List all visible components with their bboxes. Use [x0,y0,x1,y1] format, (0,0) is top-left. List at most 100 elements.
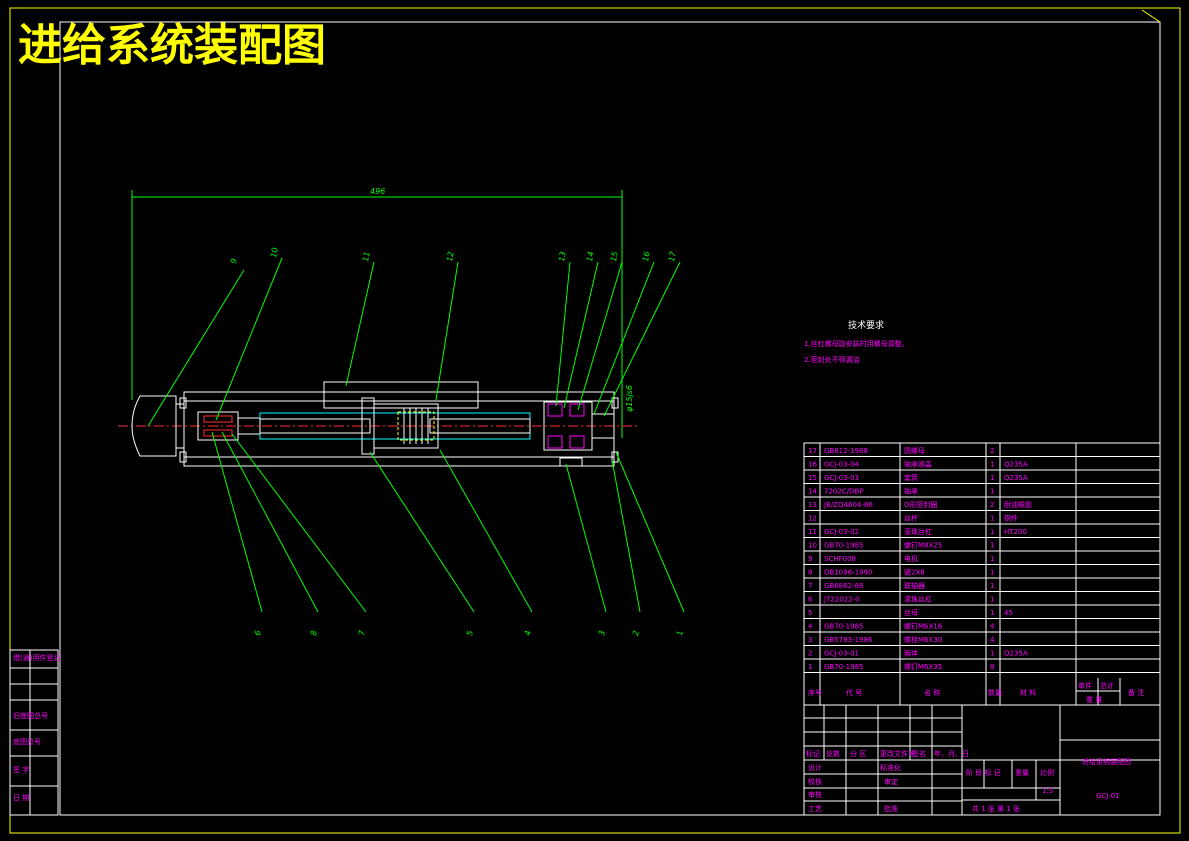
drawing-number: GCJ-01 [1096,792,1120,800]
parts-cell-no: 8 [808,569,812,577]
parts-cell-name: O形密封圈 [904,500,938,509]
parts-cell-no: 5 [808,609,812,617]
rev-h-6: 年、月、日 [934,749,969,758]
housing [183,391,615,467]
parts-cell-qty: 1 [990,555,994,563]
balloon-6: 6 [253,630,263,637]
motor-body [131,395,177,457]
bearing-top-right [569,403,585,417]
balloon-10: 10 [269,247,280,259]
parts-cell-material: 耐油橡胶 [1004,500,1032,509]
parts-cell-code: GCJ-03-04 [824,461,860,469]
parts-cell-qty: 8 [990,663,994,671]
parts-cell-name: 螺钉M6X35 [904,662,942,671]
header-note: 备 注 [1128,688,1144,697]
parts-cell-name: 套筒 [904,473,918,482]
role-check: 校核 [808,777,822,786]
parts-cell-no: 7 [808,582,812,590]
bearing-bottom-left [547,435,563,449]
parts-cell-no: 16 [808,461,817,469]
rev-h-5: 签名 [912,749,926,758]
parts-cell-code: GCJ-03-03 [824,474,859,482]
parts-cell-code: JT22022-0 [823,596,860,604]
parts-cell-no: 15 [808,474,817,482]
sheets: 共 1 张 第 1 张 [972,804,1020,813]
parts-cell-name: 轴承 [904,487,918,496]
parts-cell-code: SCHF008 [824,555,856,563]
scale-label: 比例 [1040,768,1054,777]
parts-cell-qty: 1 [990,515,994,523]
parts-cell-no: 6 [808,596,813,604]
balloon-labels-bottom: 6 8 7 5 4 3 2 1 [253,629,685,636]
balloon-16: 16 [641,251,652,263]
parts-cell-qty: 1 [990,488,994,496]
parts-cell-code: GCJ-03-02 [824,528,859,536]
parts-cell-name: 丝母 [904,608,918,617]
parts-cell-no: 10 [808,542,817,550]
parts-cell-qty: 1 [990,582,994,590]
parts-cell-name: 键2X8 [904,568,925,577]
parts-cell-qty: 1 [990,461,994,469]
balloon-11: 11 [361,251,372,263]
shaft-end [591,413,615,439]
dim-total-label: 496 [370,187,385,196]
parts-cell-qty: 4 [990,636,995,644]
role-approve: 审定 [884,777,898,786]
inner-border [59,21,1161,816]
parts-cell-name: 螺钉M6X16 [904,622,943,631]
header-total: 总计 [1100,681,1114,690]
balloon-8: 8 [309,630,319,637]
parts-cell-name: 螺栓M6X30 [904,635,942,644]
header-name: 名 称 [924,688,940,697]
parts-cell-no: 4 [808,623,813,631]
parts-cell-no: 14 [808,488,817,496]
dim-diameter-label: φ15js6 [625,385,634,412]
weight-label: 重量 [1015,769,1029,777]
parts-cell-name: 滚珠丝杠 [904,527,932,536]
parts-cell-material: HT200 [1004,528,1027,536]
leaders [147,257,685,613]
parts-cell-qty: 4 [990,623,995,631]
balloon-4: 4 [523,630,533,637]
tech-req-heading: 技术要求 [848,319,884,331]
parts-cell-qty: 1 [990,609,994,617]
end-cap [559,457,583,467]
parts-cell-qty: 1 [990,528,994,536]
parts-cell-code: GB6862-88 [824,582,863,590]
balloon-13: 13 [557,251,568,263]
parts-cell-qty: 1 [990,596,994,604]
rev-h-1: 标记 [806,749,820,758]
strip-base: 底图总号 [13,737,41,746]
parts-cell-name: 联轴器 [904,581,925,590]
rev-h-4: 更改文件号 [880,749,915,758]
parts-cell-no: 13 [808,501,817,509]
balloon-3: 3 [597,630,607,637]
parts-cell-code: GB1096-1990 [824,569,872,577]
parts-cell-code: GCJ-03-01 [824,650,859,658]
role-process: 工艺 [808,805,822,813]
parts-cell-no: 17 [808,447,817,455]
ball-nut [373,403,439,449]
role-ratify: 批准 [884,804,898,813]
parts-cell-code: GB70-1985 [824,542,863,550]
strip-borrow: 借(通)用件登记 [13,653,60,662]
nut-threads [403,408,429,444]
parts-cell-code: GB70-1985 [824,623,863,631]
balloon-9: 9 [229,258,239,265]
parts-cell-no: 9 [808,555,812,563]
parts-cell-material: Q235A [1004,650,1028,658]
parts-cell-qty: 1 [990,474,994,482]
header-qty: 数量 [988,688,1002,697]
balloon-17: 17 [667,250,678,262]
title-block: 标记 处数 分 区 更改文件号 签名 年、月、日 设计 校核 审核 工艺 标准化… [803,704,1161,816]
drawing-name: 进给系统装配图 [1082,757,1131,766]
parts-cell-code: GB70-1985 [824,663,863,671]
parts-cell-code: JB/ZQ4604-86 [823,501,873,509]
bearing-bottom-right [569,435,585,449]
nut-balls [397,411,435,441]
bolt-head-3 [611,397,619,409]
balloon-1: 1 [675,630,685,637]
